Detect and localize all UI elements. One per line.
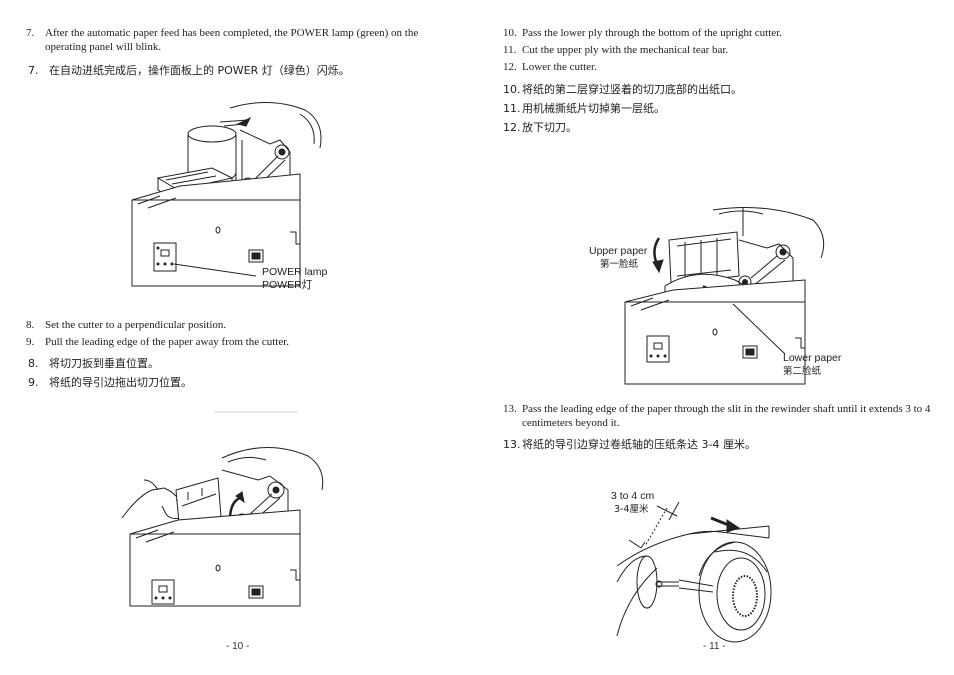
upper-paper-label-chinese: 第一脸纸: [600, 259, 639, 270]
length-label-chinese: 3-4厘米: [614, 504, 649, 515]
step-9-chinese: 9.将纸的导引边拖出切刀位置。: [28, 376, 192, 389]
left-page: 7. After the automatic paper feed has be…: [26, 27, 419, 652]
step-7-chinese: 7.在自动进纸完成后，操作面板上的 POWER 灯（绿色）闪烁。: [28, 64, 350, 77]
step-7-text: 7. After the automatic paper feed has be…: [26, 27, 419, 53]
right-page: 10. Pass the lower ply through the botto…: [477, 0, 954, 675]
step-8-chinese: 8.将切刀扳到垂直位置。: [28, 357, 159, 370]
step-10-text: 10. Pass the lower ply through the botto…: [503, 27, 782, 39]
rewinder-shaft-illustration: [617, 486, 797, 646]
step-8-text: 8. Set the cutter to a perpendicular pos…: [26, 319, 227, 331]
step-13-chinese: 13.将纸的导引边穿过卷纸轴的压纸条达 3-4 厘米。: [503, 438, 756, 451]
step-11-text: 11. Cut the upper ply with the mechanica…: [503, 44, 729, 56]
step-12-text: 12. Lower the cutter.: [503, 61, 597, 73]
step-13-text: 13. Pass the leading edge of the paper t…: [503, 403, 931, 429]
step-12-chinese: 12.放下切刀。: [503, 121, 577, 134]
power-lamp-label-chinese: POWER灯: [262, 279, 313, 291]
lower-paper-label-chinese: 第二脸纸: [783, 366, 822, 377]
lower-paper-label: Lower paper: [783, 352, 842, 364]
upper-paper-label: Upper paper: [589, 245, 648, 257]
printer-pull-paper-illustration: [118, 410, 338, 620]
page-number-left: - 10 -: [226, 641, 250, 652]
step-11-chinese: 11.用机械撕纸片切掉第一层纸。: [503, 102, 665, 115]
step-9-text: 9. Pull the leading edge of the paper aw…: [26, 336, 290, 348]
step-10-chinese: 10.将纸的第二层穿过竖着的切刀底部的出纸口。: [503, 83, 742, 96]
printer-upper-lower-paper-illustration: [617, 206, 837, 392]
page-number-right: - 11 -: [703, 641, 726, 652]
power-lamp-label: POWER lamp: [262, 266, 328, 278]
length-label: 3 to 4 cm: [611, 490, 655, 502]
printer-power-lamp-illustration: [120, 100, 340, 300]
